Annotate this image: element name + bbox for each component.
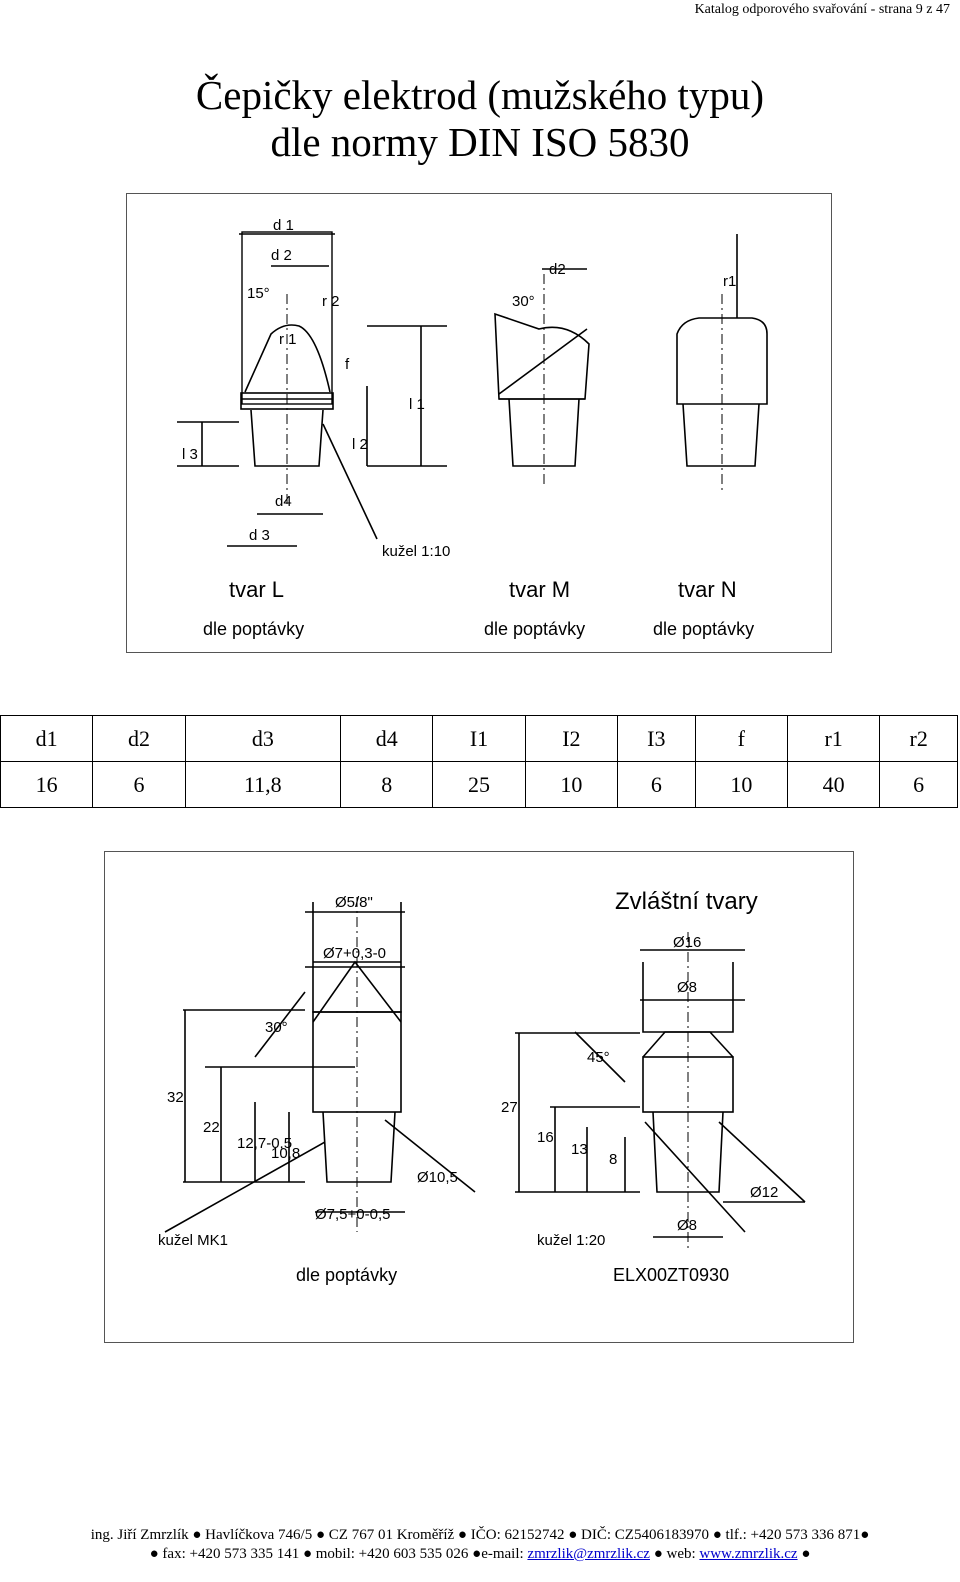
shape-n-name: tvar N: [678, 577, 737, 602]
table-header-cell: f: [694, 715, 788, 762]
table-cell: 10: [694, 761, 788, 808]
dim-30deg-left: 30°: [265, 1019, 288, 1036]
table-cell: 10: [524, 761, 619, 808]
dim-r2: r 2: [322, 293, 340, 310]
table-header-cell: I3: [617, 715, 696, 762]
table-cell: 6: [617, 761, 696, 808]
shape-n-note: dle poptávky: [653, 619, 754, 639]
dim-7: Ø7+0,3-0: [323, 945, 386, 962]
dim-10-8: 10,8: [271, 1145, 300, 1162]
table-cell: 11,8: [184, 761, 342, 808]
dim-32: 32: [167, 1089, 184, 1106]
table-header-cell: r2: [879, 715, 958, 762]
dim-12-7: 12,7-0,5: [237, 1135, 292, 1152]
page-title: Čepičky elektrod (mužského typu) dle nor…: [0, 72, 960, 166]
table-header-row: d1 d2 d3 d4 I1 I2 I3 f r1 r2: [0, 715, 958, 762]
dim-l3: l 3: [182, 446, 198, 463]
footer-web-label: ● web:: [649, 1546, 700, 1562]
dim-r1: r 1: [279, 331, 297, 348]
footer-end: ●: [797, 1546, 811, 1562]
dim-8-top: Ø8: [677, 979, 697, 996]
dim-d2-m: d2: [549, 261, 566, 278]
dim-22: 22: [203, 1119, 220, 1136]
table-header-cell: d4: [340, 715, 434, 762]
email-link[interactable]: zmrzlik@zmrzlik.cz: [527, 1546, 650, 1562]
table-header-cell: d1: [0, 715, 94, 762]
table-cell: 25: [432, 761, 526, 808]
shape-l-note: dle poptávky: [203, 619, 304, 639]
dim-d2: d 2: [271, 247, 292, 264]
dim-8-bottom: Ø8: [677, 1217, 697, 1234]
special-shapes-svg: Zvláštní tvary Ø5/8" Ø7+0,3-0 30° 32 22 …: [158, 888, 806, 1285]
table-cell: 8: [340, 761, 434, 808]
table-header-cell: I1: [432, 715, 526, 762]
dim-15deg: 15°: [247, 285, 270, 302]
table-header-cell: d2: [92, 715, 186, 762]
shape-m-note: dle poptávky: [484, 619, 585, 639]
dim-13: 13: [571, 1141, 588, 1158]
title-line-1: Čepičky elektrod (mužského typu): [195, 72, 765, 118]
page-header: Katalog odporového svařování - strana 9 …: [694, 2, 950, 17]
dim-r1-n: r1: [723, 273, 736, 290]
dim-10-5: Ø10,5: [417, 1169, 458, 1186]
table-header-cell: d3: [184, 715, 342, 762]
title-line-2: dle normy DIN ISO 5830: [270, 119, 690, 165]
dim-45deg: 45°: [587, 1049, 610, 1066]
footer-line-2: ● fax: +420 573 335 141 ● mobil: +420 60…: [0, 1546, 960, 1563]
dim-12-dia: Ø12: [750, 1184, 778, 1201]
dim-16: 16: [537, 1129, 554, 1146]
table-cell: 16: [0, 761, 94, 808]
dim-7-5: Ø7,5+0-0,5: [315, 1206, 390, 1223]
dim-8: 8: [609, 1151, 617, 1168]
dim-d3: d 3: [249, 527, 270, 544]
dim-30deg: 30°: [512, 293, 535, 310]
electrode-shapes-svg: d 1 d 2 15° r 2 r 1 f l 1 l 2 l 3 d4 d 3…: [177, 217, 768, 639]
dimension-table: d1 d2 d3 d4 I1 I2 I3 f r1 r2 16 6 11,8 8…: [0, 715, 958, 808]
dim-27: 27: [501, 1099, 518, 1116]
special-shapes-drawing: Zvláštní tvary Ø5/8" Ø7+0,3-0 30° 32 22 …: [104, 851, 854, 1343]
dim-d1: d 1: [273, 217, 294, 234]
table-header-cell: I2: [524, 715, 619, 762]
special-note: dle poptávky: [296, 1265, 397, 1285]
footer-contact: ● fax: +420 573 335 141 ● mobil: +420 60…: [149, 1546, 528, 1562]
shape-l-name: tvar L: [229, 577, 284, 602]
dim-l1: l 1: [409, 396, 425, 413]
dim-5-8: Ø5/8": [335, 894, 373, 911]
part-code: ELX00ZT0930: [613, 1265, 729, 1285]
shape-m-name: tvar M: [509, 577, 570, 602]
table-cell: 6: [879, 761, 958, 808]
taper-mk1: kužel MK1: [158, 1232, 228, 1249]
table-cell: 40: [786, 761, 881, 808]
taper-label: kužel 1:10: [382, 543, 450, 560]
dim-16-dia: Ø16: [673, 934, 701, 951]
table-row: 16 6 11,8 8 25 10 6 10 40 6: [0, 761, 958, 808]
dim-d4: d4: [275, 493, 292, 510]
dim-l2: l 2: [352, 436, 368, 453]
table-header-cell: r1: [786, 715, 881, 762]
taper-1-20: kužel 1:20: [537, 1232, 605, 1249]
table-cell: 6: [92, 761, 186, 808]
dim-f: f: [345, 356, 350, 373]
electrode-shapes-drawing: d 1 d 2 15° r 2 r 1 f l 1 l 2 l 3 d4 d 3…: [126, 193, 832, 653]
footer-line-1: ing. Jiří Zmrzlík ● Havlíčkova 746/5 ● C…: [90, 1527, 870, 1543]
web-link[interactable]: www.zmrzlik.cz: [699, 1546, 798, 1562]
special-shapes-title: Zvláštní tvary: [615, 888, 758, 915]
